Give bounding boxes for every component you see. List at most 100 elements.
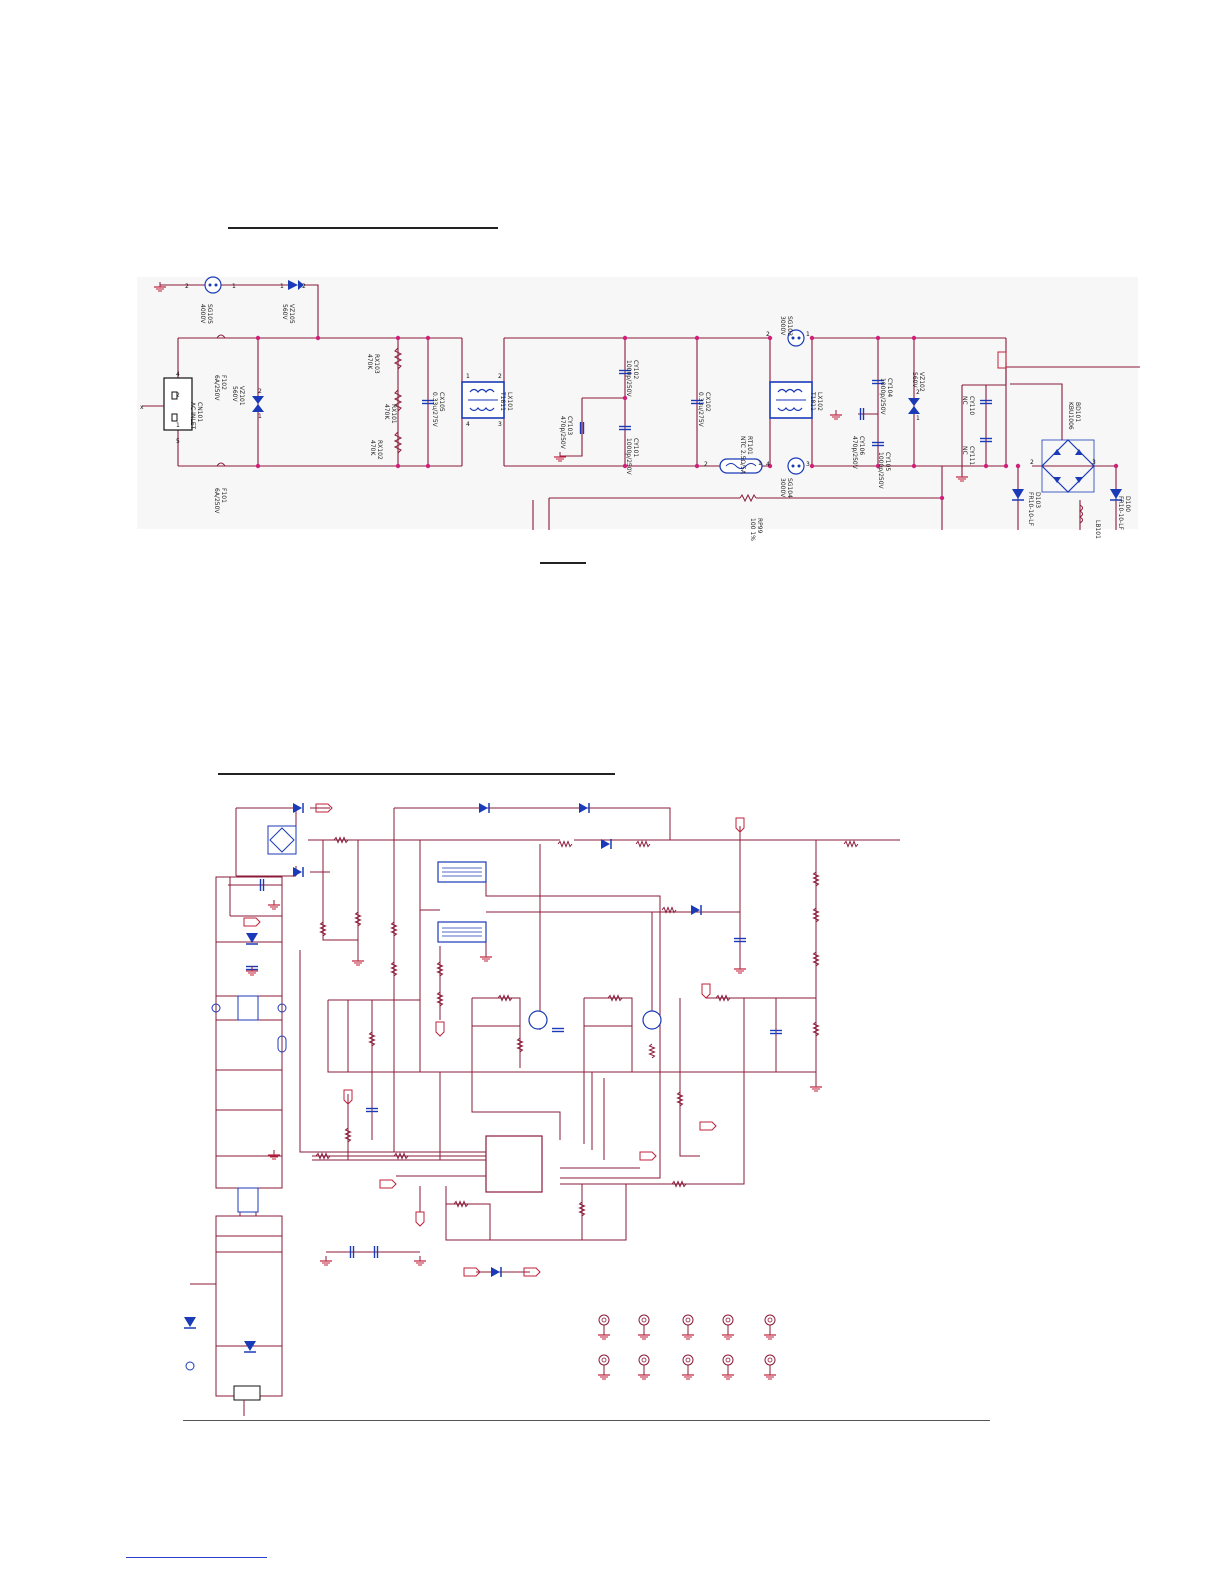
caption-underline-1 bbox=[540, 562, 586, 564]
component-ref: BD101 bbox=[1074, 402, 1081, 422]
svg-text:3: 3 bbox=[1092, 459, 1096, 466]
component-value: 1000p/250V bbox=[625, 438, 632, 476]
svg-text:x: x bbox=[140, 404, 144, 411]
component-ref: CY105 bbox=[884, 452, 891, 471]
component-value: 1000p/250V bbox=[879, 378, 886, 416]
component-label-lb101: LB101 bbox=[1094, 520, 1101, 539]
title-underline-1 bbox=[228, 227, 498, 229]
svg-text:2: 2 bbox=[176, 392, 180, 399]
svg-text:2: 2 bbox=[258, 388, 262, 395]
component-value: 4000V bbox=[199, 304, 206, 324]
svg-text:1: 1 bbox=[176, 422, 180, 429]
component-value: 470K bbox=[369, 440, 376, 456]
component-ref: CY101 bbox=[632, 438, 639, 457]
svg-text:2: 2 bbox=[185, 283, 189, 290]
svg-text:1: 1 bbox=[258, 413, 262, 420]
component-ref: LX102 bbox=[816, 392, 823, 411]
component-ref: CY103 bbox=[566, 416, 573, 435]
component-ref: LB101 bbox=[1094, 520, 1101, 539]
component-ref: F101 bbox=[220, 488, 227, 503]
schematic-top: x bbox=[137, 276, 1140, 541]
component-ref: CX102 bbox=[704, 392, 711, 412]
component-value: 470p/250V bbox=[559, 416, 566, 450]
component-ref: D103 bbox=[1034, 492, 1041, 508]
component-value: AC INLET bbox=[189, 402, 196, 429]
component-value: 0.33u/275V bbox=[431, 392, 438, 428]
title-underline-2 bbox=[218, 773, 615, 775]
svg-text:1: 1 bbox=[466, 373, 470, 380]
component-ref: SG104 bbox=[786, 478, 793, 498]
component-ref: CY102 bbox=[632, 360, 639, 379]
component-ref: CN101 bbox=[196, 402, 203, 422]
component-ref: CY104 bbox=[886, 378, 893, 397]
footer-link-underline bbox=[126, 1557, 267, 1558]
component-value: 0.33u/275V bbox=[697, 392, 704, 428]
svg-text:3: 3 bbox=[498, 421, 502, 428]
component-ref: RX103 bbox=[373, 354, 380, 374]
svg-text:2: 2 bbox=[766, 331, 770, 338]
component-value: 3000V bbox=[779, 478, 786, 498]
component-ref: F102 bbox=[220, 375, 227, 390]
component-ref: SG103 bbox=[786, 316, 793, 336]
component-value: NC bbox=[961, 396, 968, 405]
svg-text:5: 5 bbox=[176, 438, 180, 445]
svg-text:2: 2 bbox=[1030, 459, 1034, 466]
component-value: FR10-10-LF bbox=[1027, 492, 1034, 527]
svg-text:1: 1 bbox=[280, 283, 284, 290]
component-value: 560V bbox=[911, 372, 918, 388]
component-ref: CY111 bbox=[968, 446, 975, 465]
component-ref: CX105 bbox=[438, 392, 445, 412]
svg-text:2: 2 bbox=[302, 283, 306, 290]
svg-text:1: 1 bbox=[232, 283, 236, 290]
component-ref: RX102 bbox=[376, 440, 383, 460]
component-value: 1000p/250V bbox=[625, 360, 632, 398]
component-value: 6A/250V bbox=[213, 488, 220, 514]
component-value: 3000V bbox=[779, 316, 786, 336]
component-ref: D100 bbox=[1124, 496, 1131, 512]
svg-text:4: 4 bbox=[176, 371, 180, 378]
component-value: 470K bbox=[383, 404, 390, 420]
svg-text:3: 3 bbox=[806, 461, 810, 468]
component-ref: VZ105 bbox=[288, 304, 295, 324]
component-ref: SG105 bbox=[206, 304, 213, 324]
component-ref: CY106 bbox=[858, 436, 865, 455]
component-value: 1000p/250V bbox=[877, 452, 884, 490]
component-ref: LX101 bbox=[506, 392, 513, 411]
schematic-bottom bbox=[183, 802, 900, 1416]
component-value: NC bbox=[961, 446, 968, 455]
component-ref: RT101 bbox=[746, 436, 753, 455]
component-value: 6A/250V bbox=[213, 375, 220, 401]
component-value: 100 1% bbox=[749, 518, 756, 541]
component-ref: VZ102 bbox=[918, 372, 925, 392]
component-value: FR10-10-LF bbox=[1117, 496, 1124, 531]
component-ref: CY110 bbox=[968, 396, 975, 415]
svg-text:1: 1 bbox=[758, 460, 762, 467]
schematic-bottom-rule bbox=[183, 1420, 990, 1421]
component-value: 560V bbox=[281, 304, 288, 320]
component-value: 470p/250V bbox=[851, 436, 858, 470]
component-value: 470K bbox=[366, 354, 373, 370]
component-ref: RX101 bbox=[390, 404, 397, 424]
svg-text:4: 4 bbox=[466, 421, 470, 428]
